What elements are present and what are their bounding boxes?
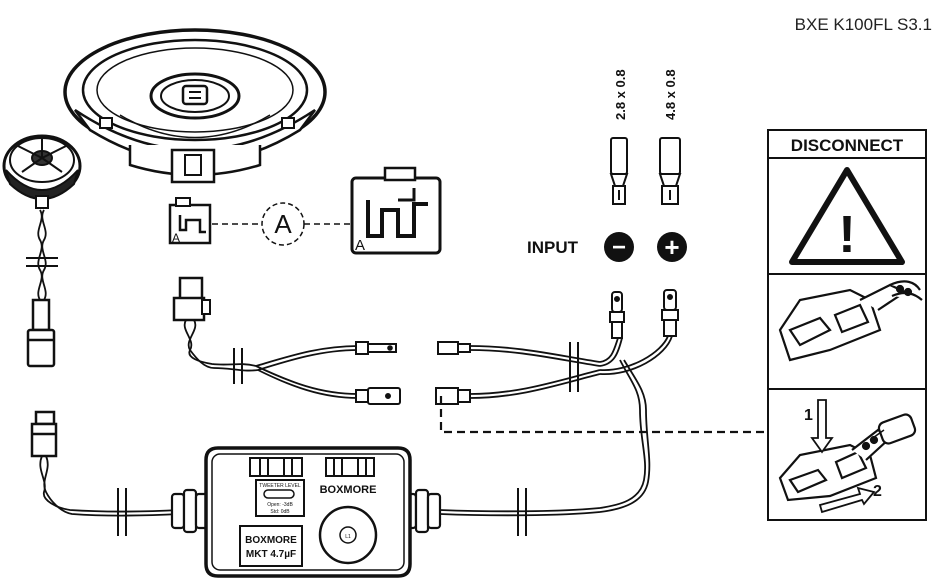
crossover-std-label: Std: 0dB [270, 509, 290, 515]
plus-badge [657, 232, 687, 262]
step-1-label: 1 [804, 407, 813, 424]
woofer-harness-connector [172, 276, 211, 322]
crossover-tweeter-level: TWEETER LEVEL [259, 483, 301, 489]
small-connector-tag: A [172, 231, 180, 245]
warning-glyph: ! [838, 206, 855, 264]
warning-icon [789, 167, 905, 265]
coil-label: L1 [345, 534, 351, 540]
woofer-harness-terminal-top [355, 341, 397, 355]
large-connector-tag: A [355, 237, 365, 254]
input-harness-terminal-top [437, 341, 471, 355]
woofer-harness-terminal-bottom [355, 387, 401, 405]
female-terminal-drawing [778, 280, 923, 362]
minus-badge [604, 232, 634, 262]
model-code: BXE K100FL S3.1 [795, 15, 932, 34]
terminal-2-size-label: 4.8 x 0.8 [663, 69, 678, 120]
disconnect-title: DISCONNECT [791, 136, 904, 155]
step-2-label: 2 [873, 483, 882, 500]
minus-symbol: − [612, 234, 626, 261]
small-connector-detail [168, 197, 212, 245]
crossover-brand-top: BOXMORE [320, 484, 377, 496]
disconnect-leader [439, 396, 768, 434]
capacitor-brand: BOXMORE [245, 535, 297, 546]
input-harness-wire [469, 335, 673, 513]
terminal-4-8 [658, 137, 682, 205]
crossover-right-wire [439, 488, 601, 536]
terminal-1-size-label: 2.8 x 0.8 [613, 69, 628, 120]
input-label: INPUT [527, 238, 579, 257]
tweeter-connector [26, 298, 56, 368]
large-connector-detail [350, 166, 442, 255]
tweeter-to-crossover-wire [39, 455, 181, 536]
tweeter-input-connector [30, 410, 58, 458]
crossover-grommet-left [170, 488, 210, 534]
step-2-arrow [818, 486, 876, 514]
input-wire-terminal-plus [661, 289, 679, 337]
tweeter-lead-wire [26, 209, 58, 301]
crossover-open-label: Open: -3dB [267, 502, 293, 508]
woofer-harness-wire [183, 319, 359, 399]
capacitor-value: MKT 4.7µF [246, 549, 296, 560]
tweeter-speaker [2, 134, 82, 209]
crossover-housing [204, 446, 412, 578]
terminal-2-8 [609, 137, 629, 205]
step-1-arrow [810, 399, 834, 454]
input-wire-terminal-minus [609, 291, 625, 339]
woofer-speaker [63, 28, 327, 184]
plus-symbol: + [664, 232, 679, 262]
callout-letter: A [274, 209, 292, 239]
removal-step-drawing [778, 413, 917, 502]
